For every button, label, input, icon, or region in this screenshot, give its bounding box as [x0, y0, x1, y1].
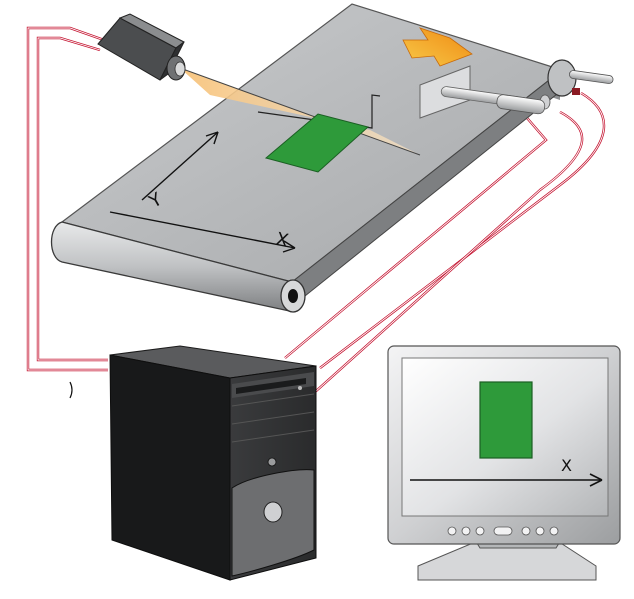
belt-axes: [109, 131, 296, 253]
camera-cable: [26, 26, 108, 372]
axis-x-label: X: [274, 229, 290, 252]
arrow-up-icon: [402, 27, 473, 67]
sensor-cables: [284, 91, 606, 393]
monitor-axis: [410, 473, 603, 487]
object-on-belt: [264, 113, 370, 173]
camera-icon: [97, 13, 186, 81]
encoder-icon: [419, 65, 614, 119]
monitor-buttons: [447, 526, 559, 536]
cable-end: [69, 381, 73, 399]
computer-tower-icon: [109, 345, 317, 581]
monitor-axis-x-label: X: [561, 456, 572, 475]
monitor-icon: [387, 345, 621, 581]
monitor-object: [479, 381, 533, 459]
